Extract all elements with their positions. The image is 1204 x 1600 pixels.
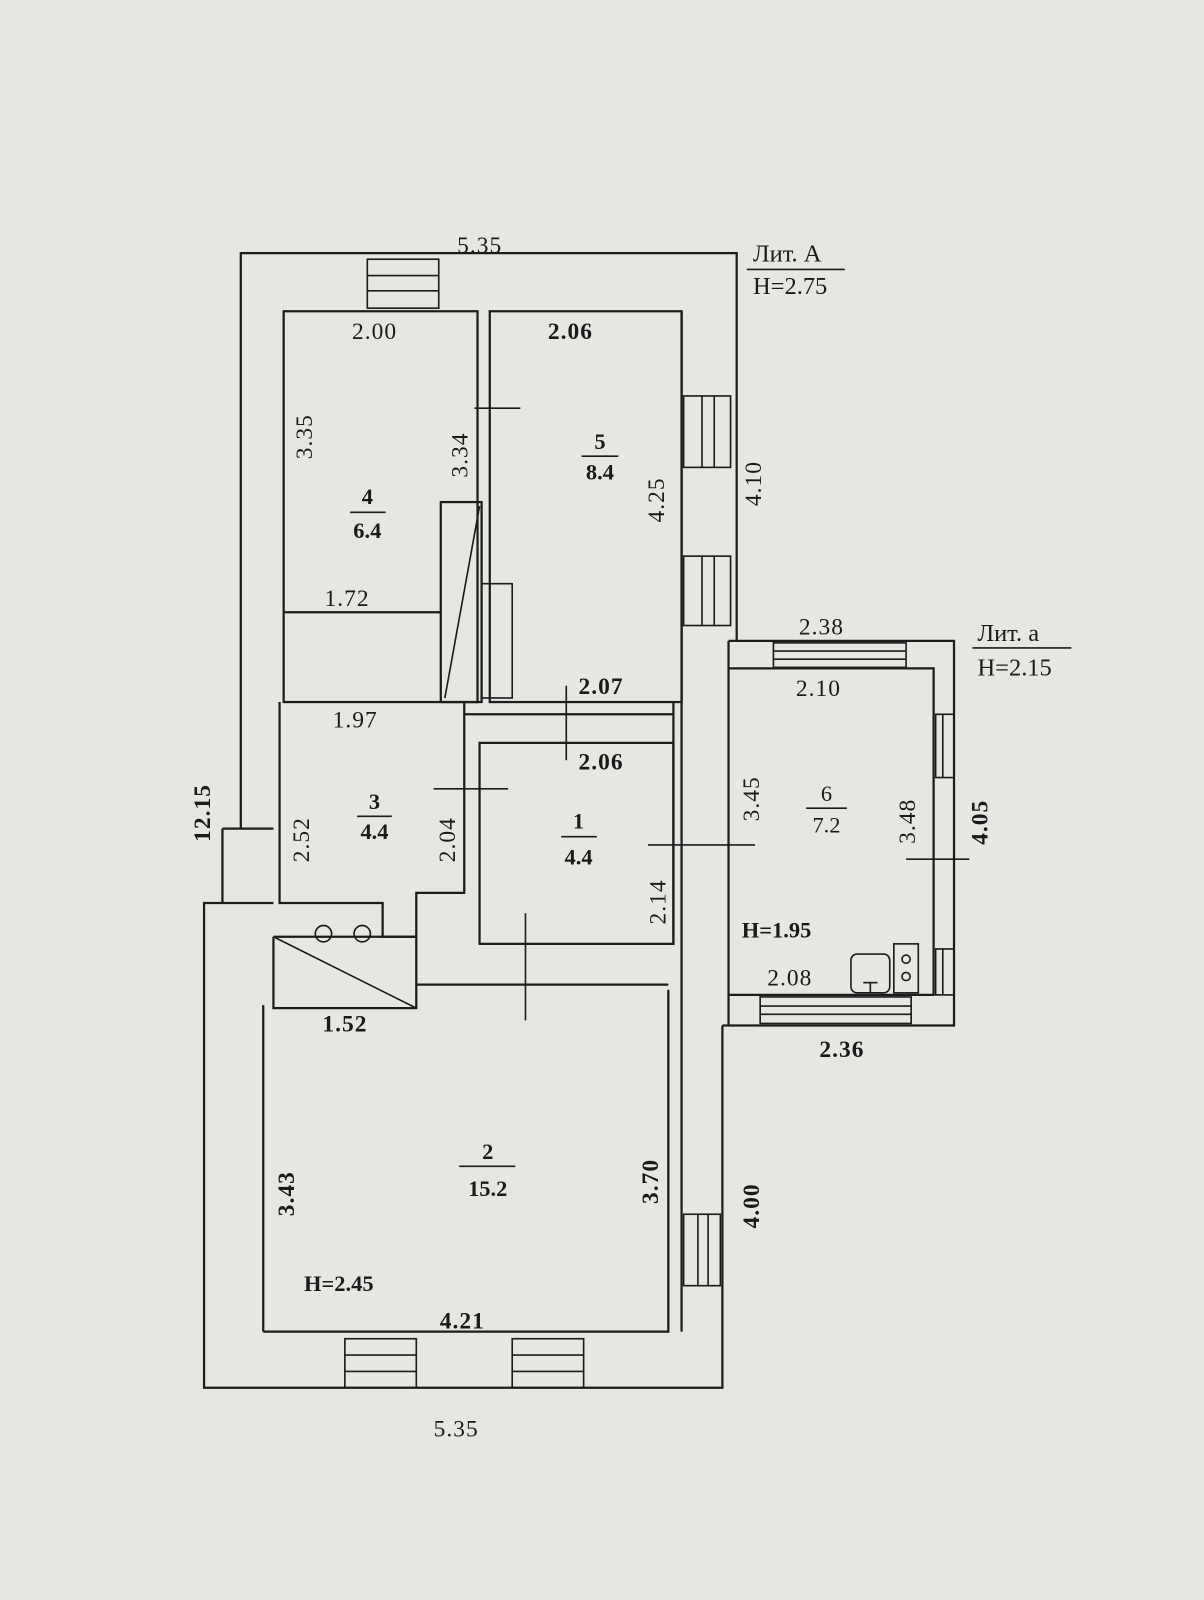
room-6-number: 6 (821, 781, 832, 806)
room-2-area: 15.2 (468, 1176, 507, 1201)
dim-r2-right: 3.70 (638, 1159, 664, 1204)
dim-r3-top: 1.97 (333, 708, 378, 734)
svg-text:Лит. а: Лит. а (977, 620, 1039, 647)
room-5-number: 5 (594, 429, 605, 454)
dim-r4-right: 3.34 (447, 432, 473, 477)
interior-walls (272, 310, 683, 1332)
dim-r1-right: 2.14 (645, 879, 671, 924)
litera-a-small-label: Лит. а H=2.15 (972, 620, 1072, 682)
room-1-number: 1 (573, 809, 584, 834)
dim-r4-bottom: 1.72 (324, 586, 369, 612)
dim-r6-outer-bottom: 2.36 (819, 1037, 864, 1063)
dim-right-upper: 4.10 (741, 461, 767, 506)
stove-icon (893, 943, 920, 994)
sink-icon (850, 953, 891, 994)
dim-r4-left: 3.35 (292, 414, 318, 459)
dim-r6-outer-top: 2.38 (799, 615, 844, 641)
outer-walls (202, 251, 738, 1389)
room-2-height: H=2.45 (304, 1271, 374, 1296)
room-5-area: 8.4 (586, 460, 614, 485)
dim-r3-right: 2.04 (435, 817, 461, 862)
litera-a-label: Лит. А H=2.75 (746, 240, 845, 300)
dim-r6-bottom: 2.08 (767, 966, 812, 992)
svg-text:H=2.15: H=2.15 (977, 655, 1051, 682)
dim-r3-left: 2.52 (289, 817, 315, 862)
dim-right-lower: 4.00 (739, 1183, 765, 1228)
dim-outer-bottom: 5.35 (434, 1417, 479, 1443)
dim-r4-top: 2.00 (352, 319, 397, 345)
windows (344, 258, 955, 1389)
stove-icon (314, 924, 372, 943)
dim-r5-top: 2.06 (548, 319, 593, 345)
room-4-number: 4 (362, 484, 373, 509)
room-3-number: 3 (369, 789, 380, 814)
dim-r6-right: 3.48 (895, 799, 921, 844)
dim-r2-left: 3.43 (274, 1171, 300, 1216)
dim-r6-top: 2.10 (796, 676, 841, 702)
dim-r3-bottom: 1.52 (322, 1012, 367, 1038)
dim-r2-bottom: 4.21 (440, 1309, 485, 1335)
dim-r5-right: 4.25 (644, 477, 670, 522)
room-6-height: H=1.95 (742, 918, 812, 943)
svg-text:H=2.75: H=2.75 (753, 273, 827, 300)
dim-r1-top: 2.06 (579, 749, 624, 775)
extension-walls (722, 639, 956, 1027)
doors (433, 407, 970, 1021)
room-4-area: 6.4 (353, 518, 381, 543)
dim-outer-left: 12.15 (190, 784, 216, 842)
room-3-area: 4.4 (360, 819, 388, 844)
room-1-area: 4.4 (565, 844, 593, 869)
room-2-number: 2 (482, 1139, 493, 1164)
dim-r5-bottom: 2.07 (579, 674, 624, 700)
dim-r6-outer-right: 4.05 (968, 800, 994, 845)
dim-outer-top: 5.35 (457, 233, 502, 259)
svg-text:Лит. А: Лит. А (753, 240, 822, 267)
room-6-area: 7.2 (812, 813, 840, 838)
dim-r6-left: 3.45 (739, 776, 765, 821)
